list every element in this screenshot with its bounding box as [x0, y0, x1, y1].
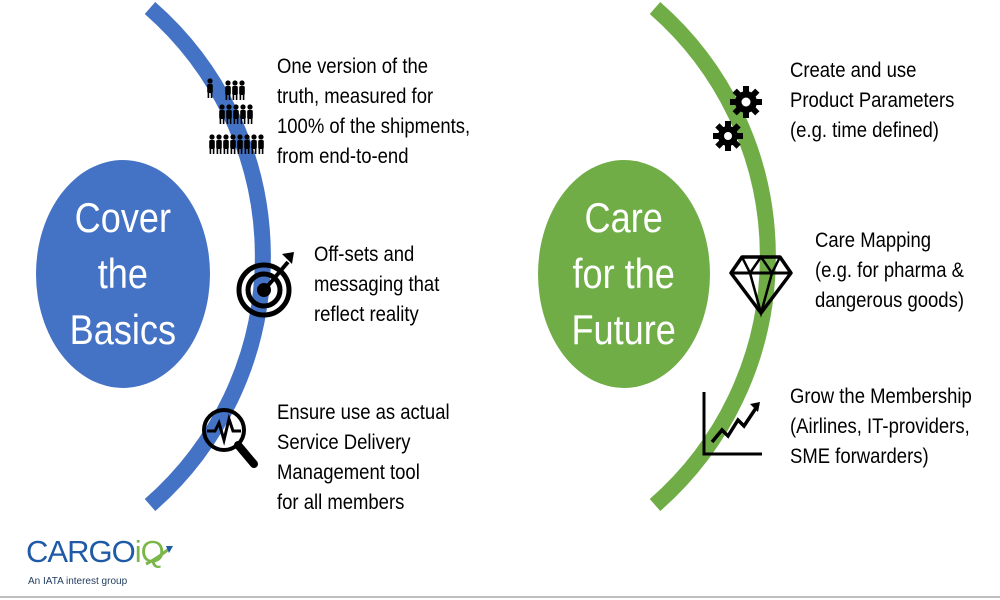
- left-item-1-text: One version of the truth, measured for 1…: [277, 55, 471, 168]
- left-circle-title: Cover the Basics: [69, 194, 177, 353]
- left-item-2-text: Off-sets and messaging that reflect real…: [314, 243, 440, 326]
- right-item-3-text: Grow the Membership (Airlines, IT-provid…: [790, 385, 972, 468]
- people-group-icon: [207, 78, 264, 154]
- target-icon: [236, 252, 294, 318]
- logo-word-cargo: CARGO: [26, 534, 136, 569]
- gears-icon: [713, 86, 762, 151]
- logo-tagline: An IATA interest group: [28, 576, 128, 587]
- care-for-the-future-circle: Care for the Future: [538, 160, 710, 388]
- right-circle-title: Care for the Future: [571, 194, 677, 353]
- right-item-2-text: Care Mapping (e.g. for pharma & dangerou…: [815, 229, 964, 312]
- diamond-icon: [729, 254, 793, 318]
- right-item-1-text: Create and use Product Parameters (e.g. …: [790, 59, 955, 142]
- magnifier-pulse-icon: [202, 408, 258, 468]
- growth-chart-icon: [702, 392, 762, 456]
- plane-swoosh-icon: [145, 546, 173, 566]
- cover-the-basics-circle: Cover the Basics: [36, 160, 210, 388]
- logo-wordmark: CARGOiQ: [26, 534, 165, 570]
- cargoiq-logo: CARGOiQ An IATA interest group: [26, 534, 176, 594]
- left-item-3-text: Ensure use as actual Service Delivery Ma…: [277, 401, 450, 514]
- left-arc: [144, 1, 271, 512]
